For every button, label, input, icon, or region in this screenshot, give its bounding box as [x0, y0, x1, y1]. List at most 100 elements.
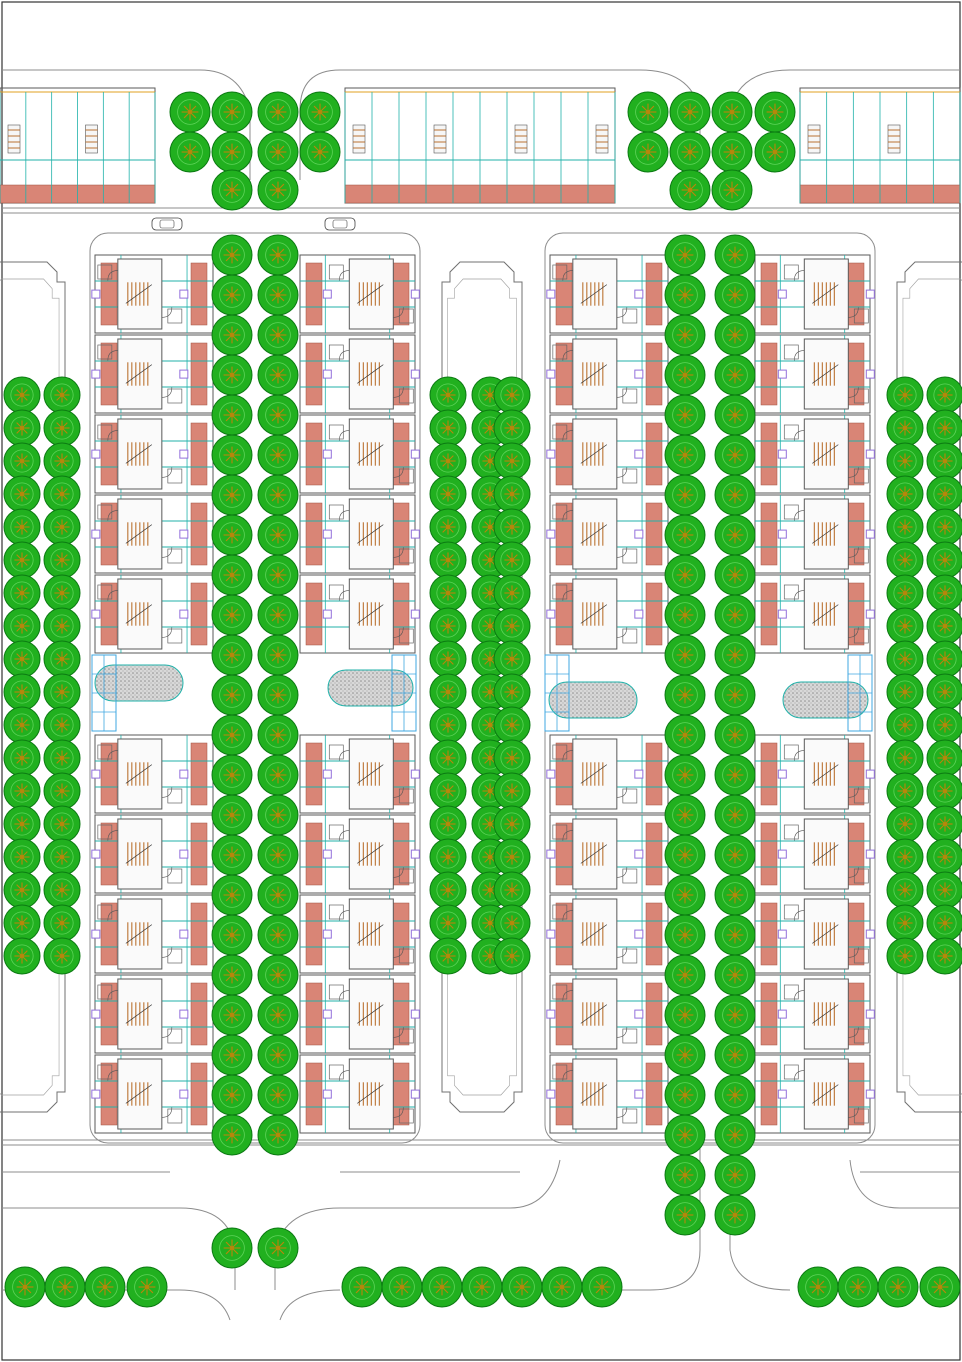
door-swing — [339, 990, 350, 1001]
bath-fixture — [783, 904, 799, 920]
tree-trunk — [600, 1285, 604, 1289]
tree-trunk — [730, 110, 734, 114]
door-swing — [339, 1070, 350, 1081]
tree-ring — [500, 944, 524, 968]
stair-arrow — [812, 364, 839, 384]
tree — [3, 904, 41, 942]
tree — [429, 640, 467, 678]
tree-trunk — [816, 1285, 820, 1289]
door-swing — [794, 1070, 805, 1081]
tree-ring — [265, 1042, 291, 1068]
tree-ring — [265, 962, 291, 988]
window-mark — [865, 609, 875, 619]
terrace — [847, 422, 865, 486]
tree-ring — [50, 713, 74, 737]
door-swing — [562, 510, 573, 521]
tree — [211, 169, 253, 211]
tree-ring — [722, 1082, 748, 1108]
tree — [257, 714, 299, 756]
tree-ring — [893, 680, 917, 704]
tree-trunk — [733, 1173, 737, 1177]
tree — [664, 314, 706, 356]
tree-ring — [719, 99, 745, 125]
tree-trunk — [733, 1133, 737, 1137]
tree — [3, 673, 41, 711]
window-mark — [91, 289, 101, 299]
tree — [714, 914, 756, 956]
tree-trunk — [683, 533, 687, 537]
courtyard-building — [441, 261, 523, 1113]
tree — [257, 91, 299, 133]
tree-ring — [672, 1002, 698, 1028]
tree — [714, 554, 756, 596]
tree-trunk — [230, 493, 234, 497]
bath-fixture — [622, 1028, 638, 1044]
tree — [664, 914, 706, 956]
bath-fixture — [622, 308, 638, 324]
tree-trunk — [488, 690, 492, 694]
tree-ring — [893, 911, 917, 935]
bath-fixture — [783, 1064, 799, 1080]
door-swing — [562, 750, 573, 761]
window-mark — [322, 1009, 332, 1019]
tree-trunk — [230, 653, 234, 657]
tree-ring — [436, 911, 460, 935]
tree-ring — [635, 99, 661, 125]
tree-trunk — [446, 624, 450, 628]
tree-ring — [50, 614, 74, 638]
courtyard-building — [0, 261, 66, 1113]
tree-ring — [933, 449, 957, 473]
terrace — [760, 582, 778, 646]
tree-ring — [10, 878, 34, 902]
window-mark — [546, 449, 556, 459]
window-mark — [634, 369, 644, 379]
tree-ring — [219, 922, 245, 948]
housing-block — [544, 232, 876, 1144]
tree — [429, 838, 467, 876]
tree-trunk — [683, 893, 687, 897]
tree-ring — [219, 442, 245, 468]
tree-trunk — [510, 393, 514, 397]
tree-trunk — [276, 1013, 280, 1017]
tree-ring — [219, 282, 245, 308]
gravel-path — [327, 669, 414, 707]
tree-trunk — [943, 888, 947, 892]
door-swing — [339, 350, 350, 361]
tree-trunk — [733, 893, 737, 897]
stair-arrow — [580, 284, 608, 304]
tree — [257, 314, 299, 356]
tree-trunk — [20, 624, 24, 628]
bath-fixture — [328, 504, 344, 520]
window-mark — [91, 849, 101, 859]
tree-trunk — [276, 1053, 280, 1057]
tree-ring — [265, 362, 291, 388]
tree — [3, 640, 41, 678]
tree — [3, 376, 41, 414]
terrace — [305, 742, 323, 806]
terrace — [555, 582, 573, 646]
tree — [211, 1227, 253, 1269]
door-swing — [339, 750, 350, 761]
tree-ring — [933, 911, 957, 935]
tree-trunk — [230, 893, 234, 897]
tree-trunk — [943, 591, 947, 595]
tree — [886, 607, 924, 645]
tree — [664, 1194, 706, 1236]
tree-trunk — [943, 624, 947, 628]
tree-trunk — [440, 1285, 444, 1289]
window-mark — [634, 849, 644, 859]
tree-trunk — [488, 954, 492, 958]
tree — [493, 673, 531, 711]
tree-trunk — [446, 822, 450, 826]
window-mark — [91, 529, 101, 539]
tree-trunk — [510, 657, 514, 661]
tree — [714, 1034, 756, 1076]
terrace — [100, 502, 118, 566]
tree-ring — [893, 647, 917, 671]
tree-trunk — [446, 492, 450, 496]
tree-trunk — [896, 1285, 900, 1289]
tree-ring — [50, 416, 74, 440]
tree-ring — [10, 383, 34, 407]
housing-blocks — [89, 232, 876, 1144]
tree — [664, 954, 706, 996]
